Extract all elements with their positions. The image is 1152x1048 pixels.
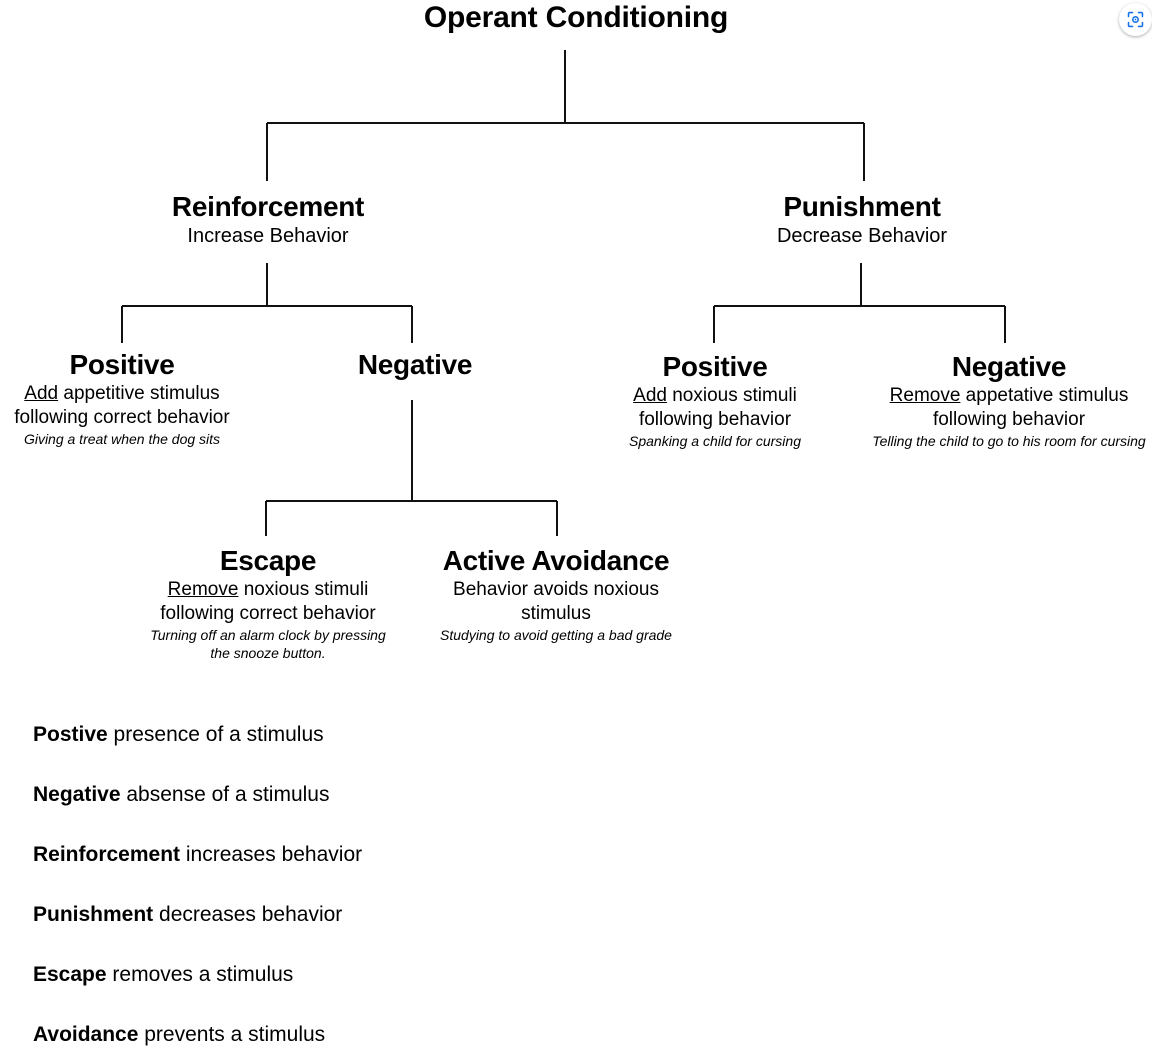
node-active-avoidance-example: Studying to avoid getting a bad grade	[440, 627, 672, 643]
glossary-term: Postive	[33, 723, 108, 746]
glossary-term: Negative	[33, 783, 121, 806]
underlined-keyword: Add	[24, 383, 59, 404]
node-punishment-heading: Punishment	[783, 191, 941, 222]
glossary-term: Reinforcement	[33, 843, 181, 866]
glossary-definition: presence of a stimulus	[107, 723, 324, 746]
glossary-item: Postive presence of a stimulus	[33, 722, 733, 748]
desc-rest: noxious stimuli	[666, 385, 797, 406]
node-negative-punishment-desc-line1: Remove appetative stimulus	[809, 384, 1152, 408]
glossary-term: Escape	[33, 963, 107, 986]
glossary-term: Avoidance	[33, 1023, 139, 1046]
node-punishment: Punishment Decrease Behavior	[662, 190, 1062, 249]
page-title: Operant Conditioning	[423, 1, 729, 34]
node-escape: Escape Remove noxious stimuli following …	[118, 544, 418, 662]
glossary-definition: removes a stimulus	[106, 963, 294, 986]
node-negative-punishment-heading: Negative	[951, 351, 1067, 382]
node-negative-reinforcement-heading: Negative	[357, 349, 473, 380]
glossary-definition: prevents a stimulus	[138, 1023, 326, 1046]
google-lens-button[interactable]	[1119, 3, 1152, 36]
node-punishment-sub: Decrease Behavior	[776, 225, 948, 247]
glossary-definition: increases behavior	[180, 843, 363, 866]
glossary-item: Avoidance prevents a stimulus	[33, 1022, 733, 1048]
node-positive-punishment-desc-line2: following behavior	[638, 409, 792, 430]
desc-rest: appetative stimulus	[960, 385, 1129, 406]
node-positive-reinforcement-heading: Positive	[69, 349, 175, 380]
desc-rest: noxious stimuli	[238, 579, 369, 600]
node-positive-reinforcement-example: Giving a treat when the dog sits	[23, 431, 221, 447]
lens-scan-icon	[1127, 11, 1144, 28]
glossary-definition: decreases behavior	[153, 903, 343, 926]
glossary-item: Reinforcement increases behavior	[33, 842, 733, 868]
node-negative-reinforcement: Negative	[265, 348, 565, 382]
glossary-item: Punishment decreases behavior	[33, 902, 733, 928]
node-reinforcement: Reinforcement Increase Behavior	[68, 190, 468, 249]
node-positive-punishment-example: Spanking a child for cursing	[629, 433, 801, 449]
node-positive-reinforcement: Positive Add appetitive stimulus followi…	[0, 348, 342, 448]
glossary-item: Negative absense of a stimulus	[33, 782, 733, 808]
glossary-list: Postive presence of a stimulus Negative …	[33, 722, 733, 1048]
node-escape-example-line1: Turning off an alarm clock by pressing	[150, 627, 386, 643]
node-negative-punishment: Negative Remove appetative stimulus foll…	[809, 350, 1152, 450]
glossary-term: Punishment	[33, 903, 154, 926]
desc-rest: appetitive stimulus	[58, 383, 220, 404]
node-active-avoidance: Active Avoidance Behavior avoids noxious…	[406, 544, 706, 644]
node-escape-example-line2: the snooze button.	[210, 645, 326, 661]
node-escape-desc-line1: Remove noxious stimuli	[118, 578, 418, 602]
node-active-avoidance-desc-line2: stimulus	[521, 603, 591, 624]
node-negative-punishment-example: Telling the child to go to his room for …	[872, 433, 1146, 449]
underlined-keyword: Add	[633, 385, 667, 406]
glossary-definition: absense of a stimulus	[120, 783, 330, 806]
underlined-keyword: Remove	[889, 385, 961, 406]
node-active-avoidance-desc-line1: Behavior avoids noxious	[453, 579, 659, 600]
node-positive-punishment: Positive Add noxious stimuli following b…	[515, 350, 915, 450]
node-positive-punishment-desc-line1: Add noxious stimuli	[515, 384, 915, 408]
underlined-keyword: Remove	[167, 579, 239, 600]
node-reinforcement-sub: Increase Behavior	[187, 225, 349, 247]
node-active-avoidance-heading: Active Avoidance	[442, 545, 670, 576]
node-escape-desc-line2: following correct behavior	[160, 603, 376, 624]
glossary-item: Escape removes a stimulus	[33, 962, 733, 988]
node-positive-reinforcement-desc-line1: Add appetitive stimulus	[0, 382, 342, 406]
node-reinforcement-heading: Reinforcement	[171, 191, 365, 222]
node-positive-punishment-heading: Positive	[662, 351, 768, 382]
node-negative-punishment-desc-line2: following behavior	[932, 409, 1086, 430]
node-escape-heading: Escape	[219, 545, 317, 576]
node-positive-reinforcement-desc-line2: following correct behavior	[14, 407, 230, 428]
